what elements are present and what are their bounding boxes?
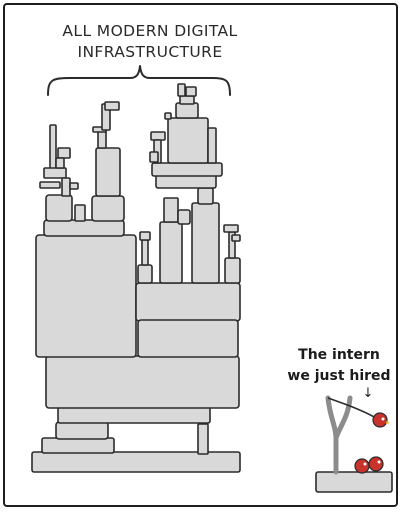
caption-line-1: All Modern Digital xyxy=(62,22,238,40)
bird-icon xyxy=(354,458,370,474)
caption-line-2: Infrastructure xyxy=(77,43,223,61)
slingshot-icon xyxy=(325,395,353,475)
ground-block xyxy=(315,471,393,493)
caption-brace xyxy=(47,65,231,96)
slingshot-group xyxy=(315,395,393,493)
bird-icon xyxy=(372,412,390,428)
tower-base-slab xyxy=(31,451,241,473)
intern-label-line-2: we just hired xyxy=(287,368,391,384)
bird-icon xyxy=(368,456,384,472)
comic-caption: All Modern Digital Infrastructure xyxy=(35,21,265,63)
infrastructure-tower xyxy=(31,83,241,473)
intern-label-line-1: The intern xyxy=(298,347,380,363)
arrow-down-icon: ↓ xyxy=(362,386,374,401)
intern-label: The intern we just hired ↓ xyxy=(280,345,398,401)
